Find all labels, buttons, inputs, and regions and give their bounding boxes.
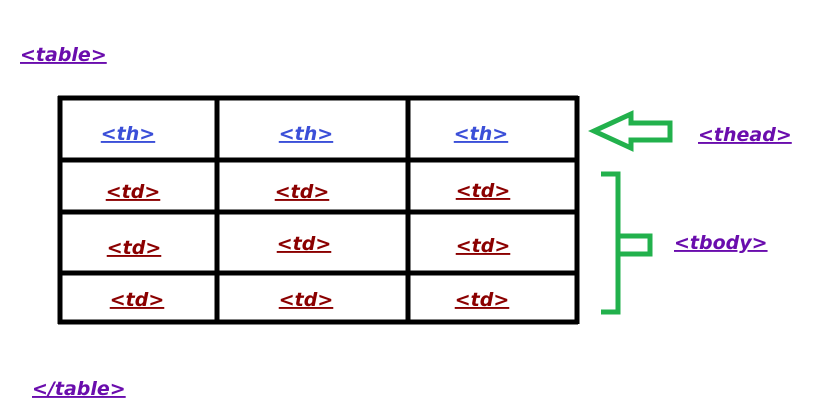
tbody-label: <tbody> <box>674 232 768 254</box>
tbody-bracket-icon <box>601 171 653 315</box>
td-cell: <td> <box>106 181 161 203</box>
table-grid <box>57 95 580 325</box>
table-open-label: <table> <box>20 44 107 66</box>
thead-arrow-icon <box>588 110 673 152</box>
td-cell: <td> <box>107 237 162 259</box>
body-rows: <td> <td> <td> <td> <td> <td> <td> <td> … <box>106 180 511 311</box>
td-cell: <td> <box>277 233 332 255</box>
td-cell: <td> <box>456 235 511 257</box>
thead-label: <thead> <box>698 124 792 146</box>
td-cell: <td> <box>279 289 334 311</box>
th-cell: <th> <box>279 123 333 145</box>
th-cell: <th> <box>101 123 155 145</box>
td-cell: <td> <box>110 289 165 311</box>
td-cell: <td> <box>456 180 511 202</box>
td-cell: <td> <box>455 289 510 311</box>
table-close-label: </table> <box>32 378 126 400</box>
th-cell: <th> <box>454 123 508 145</box>
td-cell: <td> <box>275 181 330 203</box>
header-row: <th> <th> <th> <box>101 123 508 145</box>
